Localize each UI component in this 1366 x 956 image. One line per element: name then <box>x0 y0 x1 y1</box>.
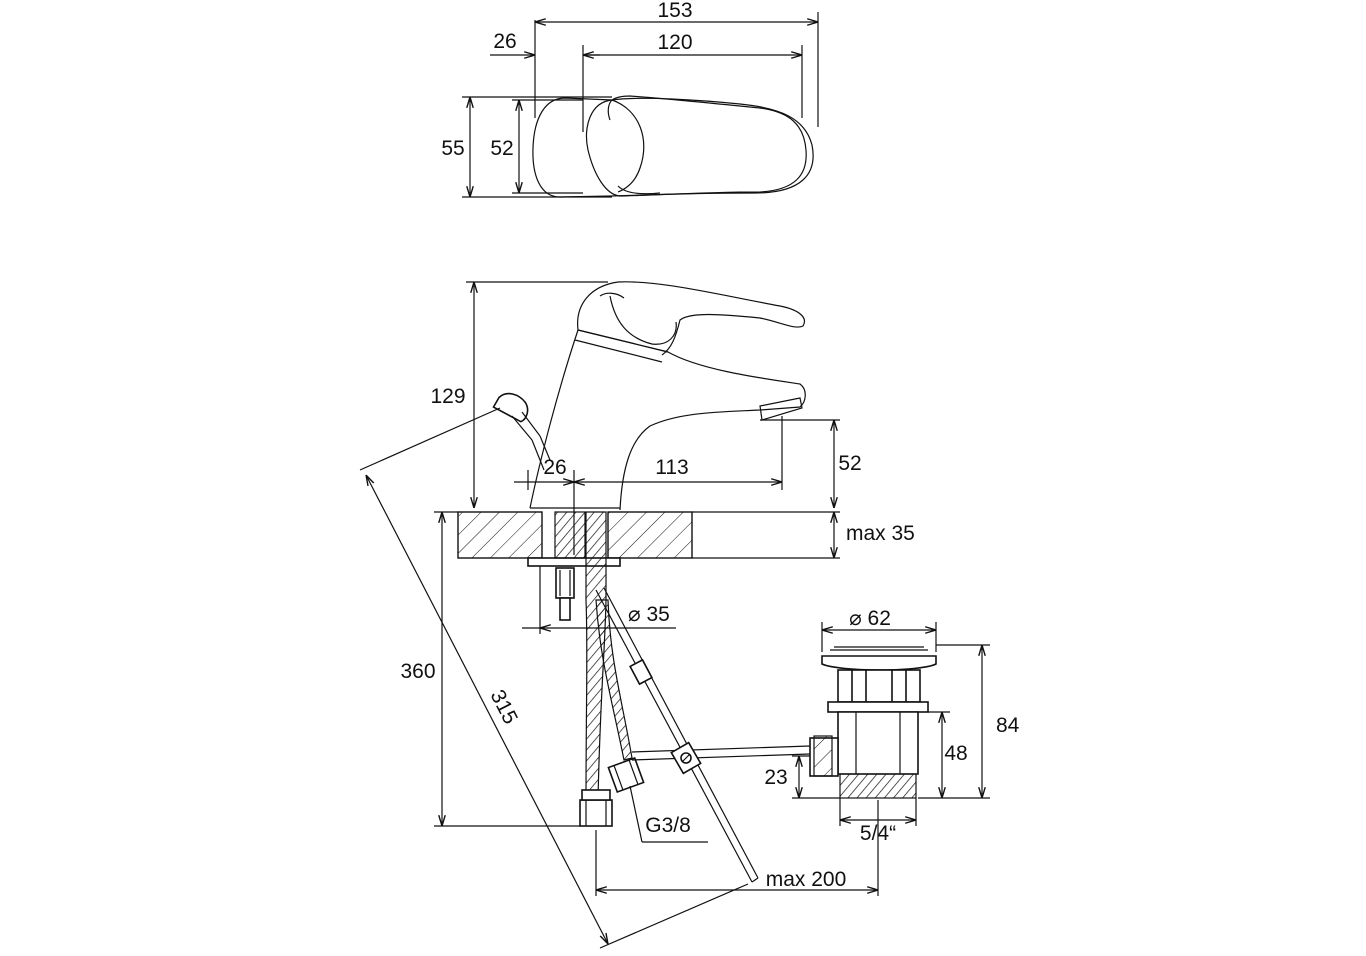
hose-nut-hot <box>607 756 645 794</box>
threaded-stud <box>554 511 586 559</box>
waste-thread-label: 5/4“ <box>860 822 896 845</box>
horizontal-lever-rod <box>631 745 811 753</box>
spout-reach-label: 113 <box>655 456 688 479</box>
waste-body <box>837 711 919 775</box>
waste-thread <box>839 773 917 799</box>
worktop-thickness-label: max 35 <box>846 522 915 545</box>
faucet-side-view <box>492 281 806 511</box>
aerator <box>759 397 803 421</box>
worktop-right <box>607 511 693 559</box>
top-width-body-label: 120 <box>657 31 692 54</box>
waste-body-height-label: 48 <box>944 742 967 765</box>
worktop-left <box>457 511 543 559</box>
rod-reach-label: max 200 <box>766 868 847 891</box>
side-dimensions: 129 52 26 113 max 35 ⌀ 35 360 315 ⌀ 62 8… <box>359 281 1020 949</box>
top-height-inner-label: 52 <box>490 137 513 160</box>
pop-up-waste <box>809 646 937 799</box>
hose-length-label: 360 <box>400 660 435 683</box>
hole-diameter-label: ⌀ 35 <box>628 603 670 626</box>
lever-nut <box>813 735 833 777</box>
waste-diameter-label: ⌀ 62 <box>849 607 891 630</box>
hose-thread-label: G3/8 <box>645 814 691 837</box>
rod-length-label: 315 <box>486 686 522 728</box>
spout-height-label: 52 <box>838 452 861 475</box>
waste-height-label: 84 <box>996 714 1020 737</box>
pop-up-knob <box>492 392 551 471</box>
hole-offset-label: 26 <box>543 456 566 479</box>
top-view-body-outline <box>532 97 814 198</box>
faucet-lever <box>577 281 805 356</box>
top-offset-label: 26 <box>493 30 516 53</box>
pop-up-rod <box>595 587 759 883</box>
top-view: 153 26 120 55 52 <box>441 0 819 198</box>
waste-plug-cap <box>821 655 937 671</box>
top-view-lever <box>585 95 807 197</box>
top-height-outer-label: 55 <box>441 137 464 160</box>
top-width-total-label: 153 <box>657 0 692 22</box>
total-height-label: 129 <box>430 385 465 408</box>
waste-outlet-height-label: 23 <box>764 766 787 789</box>
worktop <box>457 511 840 567</box>
hose-nut-cold <box>579 799 613 827</box>
faucet-body <box>529 329 806 511</box>
fixing-nut <box>555 567 575 599</box>
